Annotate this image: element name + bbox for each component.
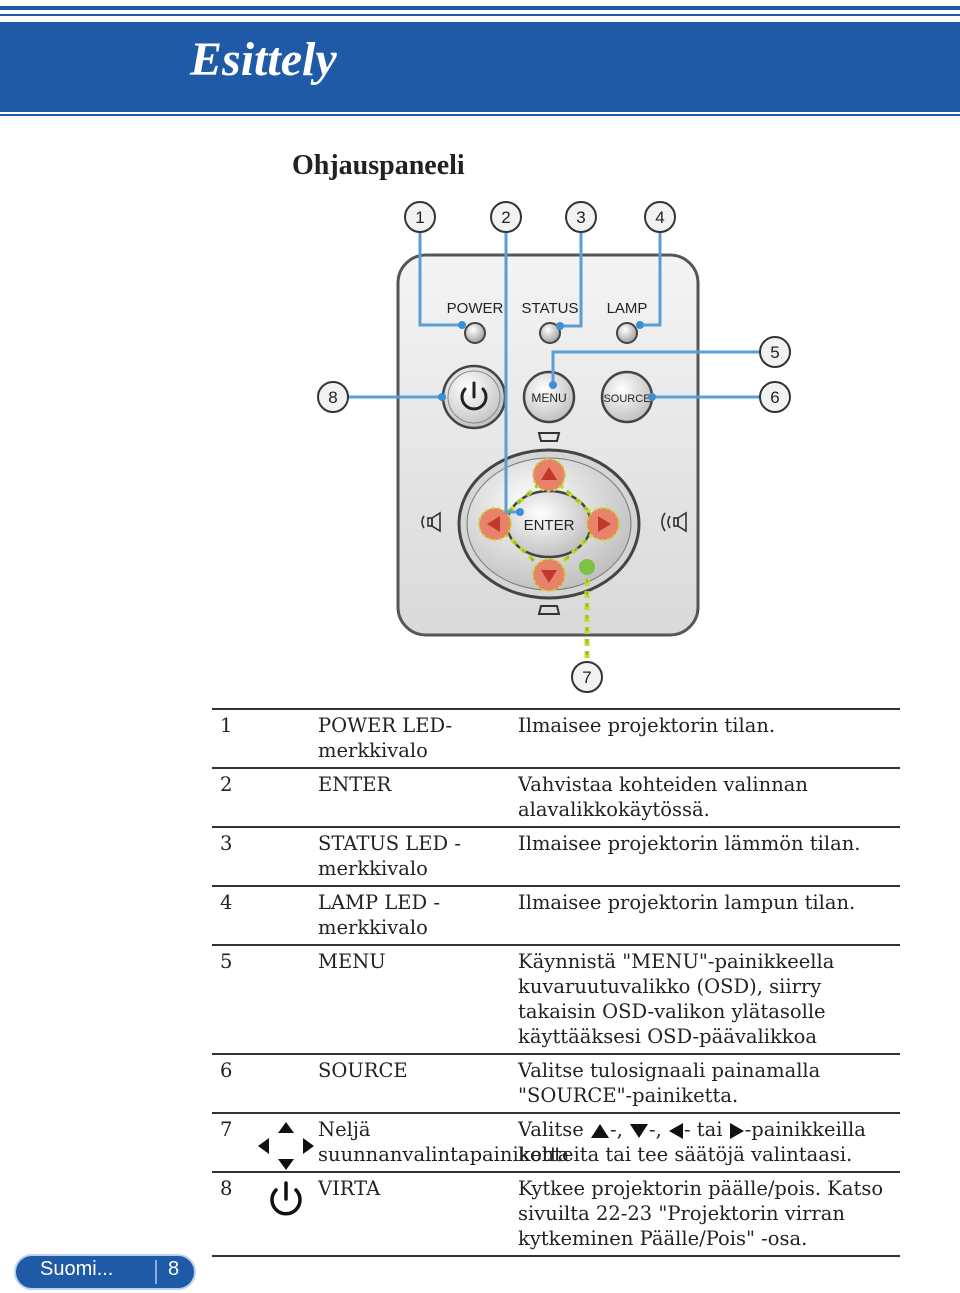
- direction-keys-icon: [256, 1120, 316, 1178]
- row-description: Ilmaisee projektorin tilan.: [518, 714, 776, 737]
- row-description: Vahvistaa kohteiden valinnan alavalikkok…: [518, 773, 808, 821]
- callout-8: 8: [317, 381, 349, 413]
- row-name: POWER LED-merkkivalo: [318, 714, 453, 762]
- down-arrow-icon: [629, 1123, 648, 1138]
- row-description: Ilmaisee projektorin lämmön tilan.: [518, 832, 861, 855]
- row-number: 2: [220, 773, 233, 796]
- row-description: Ilmaisee projektorin lampun tilan.: [518, 891, 856, 914]
- row-name: LAMP LED -merkkivalo: [318, 891, 440, 939]
- svg-text:7: 7: [582, 668, 591, 687]
- menu-button[interactable]: MENU: [522, 370, 576, 424]
- menu-button-label: MENU: [531, 391, 566, 405]
- header-banner: [0, 0, 960, 120]
- footer-language: Suomi...: [40, 1258, 114, 1280]
- row-name: SOURCE: [318, 1059, 408, 1082]
- svg-text:1: 1: [415, 208, 424, 227]
- left-button[interactable]: [478, 507, 512, 541]
- right-button[interactable]: [586, 507, 620, 541]
- callout-5: 5: [759, 336, 791, 368]
- row-name: VIRTA: [318, 1177, 381, 1200]
- status-led: [539, 322, 561, 344]
- table-row: 7 Neljä suunnanvalintapainiketta Valitse…: [212, 1112, 900, 1171]
- svg-text:5: 5: [770, 343, 779, 362]
- down-arrow-icon: [541, 570, 557, 583]
- power-led-label: POWER: [447, 300, 504, 317]
- svg-text:2: 2: [501, 208, 510, 227]
- right-arrow-icon: [729, 1122, 744, 1139]
- keystone-down-icon: [537, 605, 561, 615]
- source-button-label: SOURCE: [603, 393, 650, 405]
- table-row: 1 POWER LED-merkkivalo Ilmaisee projekto…: [212, 708, 900, 767]
- footer-tab: [14, 1254, 196, 1290]
- table-row: 8 VIRTA Kytkee projektorin päälle/pois. …: [212, 1171, 900, 1257]
- row-number: 3: [220, 832, 233, 855]
- callout-2: 2: [490, 201, 522, 233]
- svg-text:4: 4: [655, 208, 664, 227]
- lamp-led: [616, 322, 638, 344]
- table-row: 5 MENU Käynnistä "MENU"-painikkeella kuv…: [212, 944, 900, 1053]
- keystone-up-icon: [537, 432, 561, 442]
- power-icon: [460, 381, 488, 411]
- volume-down-icon: [421, 511, 441, 533]
- row-number: 1: [220, 714, 233, 737]
- status-led-label: STATUS: [522, 300, 579, 317]
- row-description: Valitse tulosignaali painamalla "SOURCE"…: [518, 1059, 821, 1107]
- left-arrow-icon: [668, 1122, 683, 1139]
- row-name: ENTER: [318, 773, 392, 796]
- control-panel-diagram: POWER STATUS LAMP MENU SOURCE: [0, 195, 960, 695]
- up-arrow-icon: [541, 467, 557, 480]
- callout-6: 6: [759, 381, 791, 413]
- callout-3: 3: [565, 201, 597, 233]
- up-button[interactable]: [532, 458, 566, 492]
- callout-lines: [347, 232, 760, 514]
- chapter-title: Esittely: [190, 33, 337, 86]
- source-button[interactable]: SOURCE: [600, 370, 654, 424]
- row-name: STATUS LED -merkkivalo: [318, 832, 461, 880]
- table-row: 4 LAMP LED -merkkivalo Ilmaisee projekto…: [212, 885, 900, 944]
- callout-7: 7: [571, 661, 603, 693]
- right-arrow-icon: [598, 516, 611, 532]
- svg-text:8: 8: [328, 388, 337, 407]
- chapter-header: Esittely: [0, 0, 960, 120]
- enter-button-label: ENTER: [524, 517, 575, 534]
- row-description: Valitse -, -, - tai -painikkeilla kohtei…: [518, 1118, 866, 1166]
- row-name: MENU: [318, 950, 386, 973]
- down-button[interactable]: [532, 558, 566, 592]
- power-led: [464, 322, 486, 344]
- callout-4: 4: [644, 201, 676, 233]
- table-row: 6 SOURCE Valitse tulosignaali painamalla…: [212, 1053, 900, 1112]
- row-number: 8: [220, 1177, 233, 1200]
- row-number: 7: [220, 1118, 233, 1141]
- page-number: 8: [168, 1258, 180, 1280]
- button-description-table: 1 POWER LED-merkkivalo Ilmaisee projekto…: [212, 708, 900, 1257]
- up-arrow-icon: [590, 1123, 609, 1138]
- callout-dots: [438, 321, 656, 516]
- row-number: 6: [220, 1059, 233, 1082]
- row-description: Käynnistä "MENU"-painikkeella kuvaruutuv…: [518, 950, 835, 1048]
- volume-up-icon: [661, 511, 687, 533]
- row-name: Neljä suunnanvalintapainiketta: [318, 1118, 570, 1166]
- section-title: Ohjauspaneeli: [292, 150, 465, 181]
- table-row: 3 STATUS LED -merkkivalo Ilmaisee projek…: [212, 826, 900, 885]
- row-description: Kytkee projektorin päälle/pois. Katso si…: [518, 1177, 884, 1250]
- left-arrow-icon: [487, 516, 500, 532]
- power-icon: [256, 1179, 316, 1225]
- table-row: 2 ENTER Vahvistaa kohteiden valinnan ala…: [212, 767, 900, 826]
- row-number: 5: [220, 950, 233, 973]
- callout-1: 1: [404, 201, 436, 233]
- row-number: 4: [220, 891, 233, 914]
- svg-text:3: 3: [576, 208, 585, 227]
- lamp-led-label: LAMP: [607, 300, 648, 317]
- svg-text:6: 6: [770, 388, 779, 407]
